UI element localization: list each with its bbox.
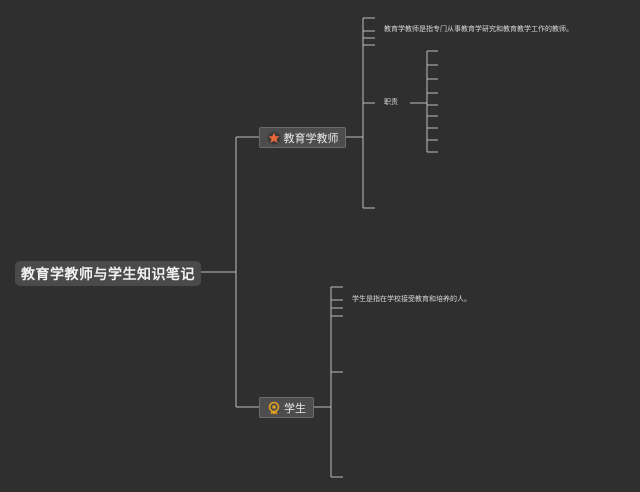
branch-label: 教育学教师 [283,131,339,145]
student-definition-note[interactable]: 学生是指在学校接受教育和培养的人。 [352,295,471,303]
root-title: 教育学教师与学生知识笔记 [21,266,195,283]
medal-icon [267,401,281,415]
teacher-definition-note[interactable]: 教育学教师是指专门从事教育学研究和教育教学工作的教师。 [384,25,573,33]
duties-node[interactable]: 职责 [384,98,398,106]
root-node[interactable]: 教育学教师与学生知识笔记 [15,261,201,286]
star-icon [267,131,281,145]
branch-node-teacher[interactable]: 教育学教师 [259,127,346,148]
branch-label: 学生 [284,401,306,415]
branch-node-student[interactable]: 学生 [259,397,314,418]
